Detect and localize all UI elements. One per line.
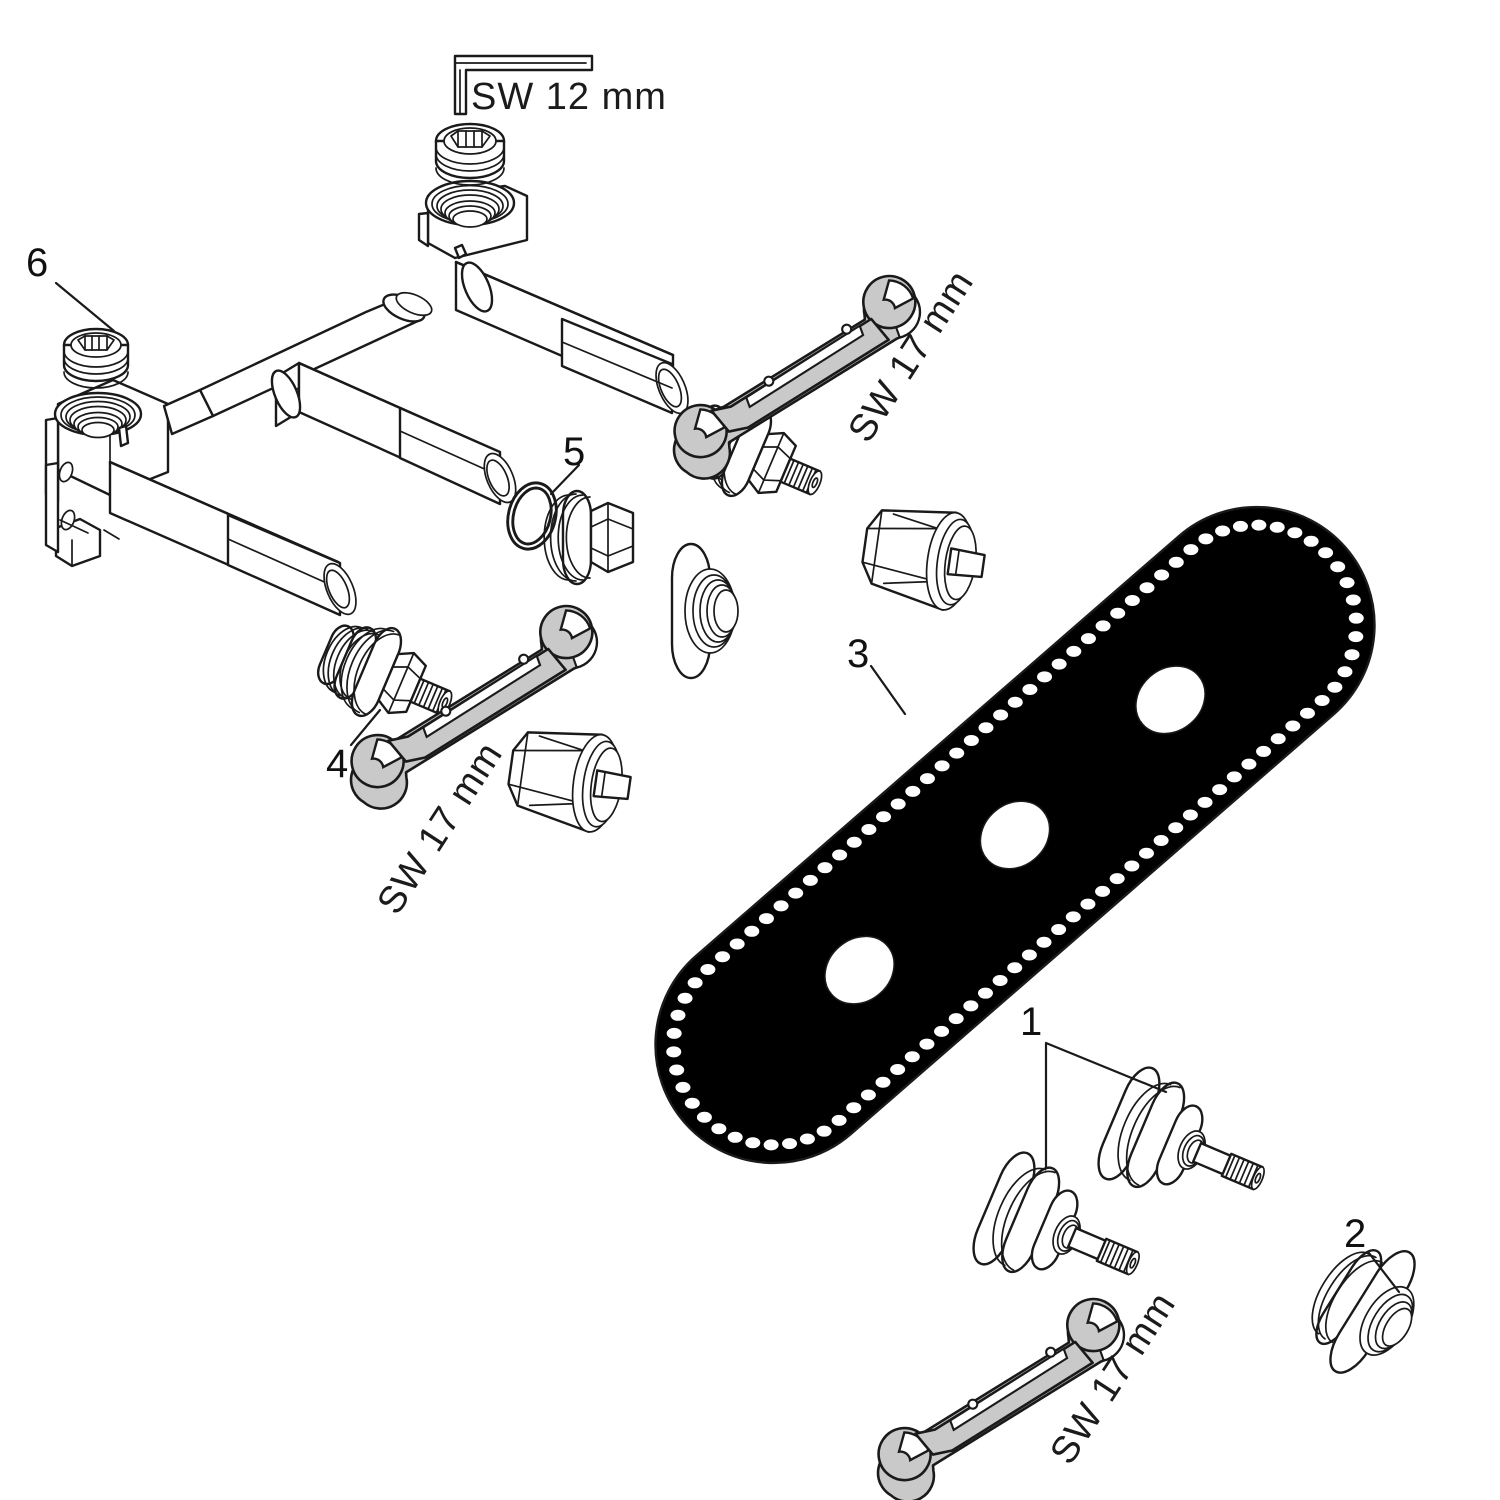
leader-line-1 — [1044, 1041, 1168, 1169]
valve-extension-upper-part1 — [1089, 1060, 1287, 1237]
leader-line-2 — [1367, 1251, 1401, 1294]
valve-manifold-body — [44, 179, 689, 617]
leader-line-3 — [869, 664, 907, 716]
threaded-blanking-plug-part6 — [62, 327, 130, 389]
leader-line-4 — [349, 708, 382, 747]
allen-key-icon — [453, 54, 594, 116]
leader-line-6 — [54, 281, 116, 333]
leader-line-5 — [549, 463, 581, 496]
threaded-collar — [670, 542, 739, 680]
tool-label-sw12: SW 12 mm — [471, 76, 667, 118]
callout-number-1: 1 — [1020, 1000, 1043, 1044]
callout-number-6: 6 — [26, 241, 49, 285]
conical-handle-sleeve-upper — [856, 499, 992, 616]
conical-handle-sleeve-lower — [502, 721, 638, 838]
threaded-extension-sleeve-part2 — [1311, 1249, 1416, 1374]
callout-number-3: 3 — [847, 632, 870, 676]
callout-number-2: 2 — [1344, 1212, 1367, 1256]
top-blanking-plug — [434, 122, 506, 186]
callout-number-5: 5 — [563, 430, 586, 474]
oval-escutcheon-plate-part3 — [654, 505, 1376, 1165]
hex-head-threaded-plug — [543, 489, 635, 586]
callout-number-4: 4 — [326, 742, 349, 786]
